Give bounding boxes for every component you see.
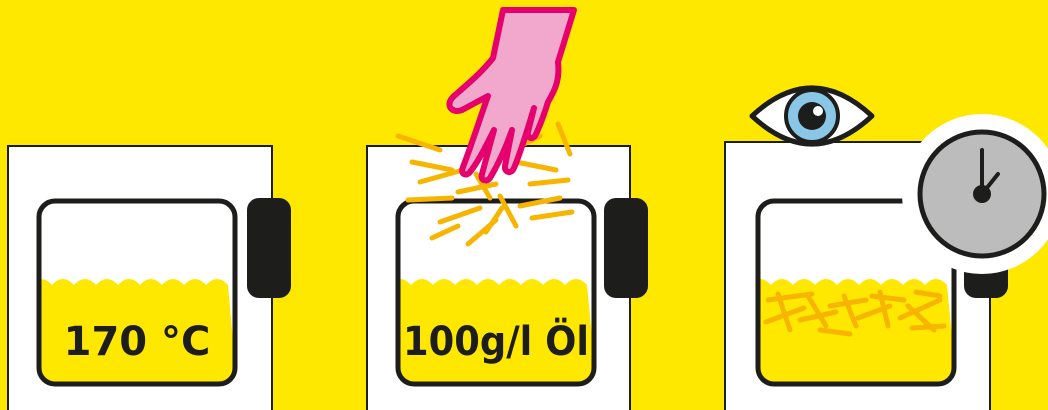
temperature-label: 170 °C bbox=[64, 319, 211, 365]
fryer-step-1: 170 °C bbox=[8, 146, 291, 410]
fryer-handle bbox=[604, 198, 648, 298]
fryer-handle bbox=[247, 198, 291, 298]
quantity-label: 100g/l Öl bbox=[403, 317, 589, 365]
